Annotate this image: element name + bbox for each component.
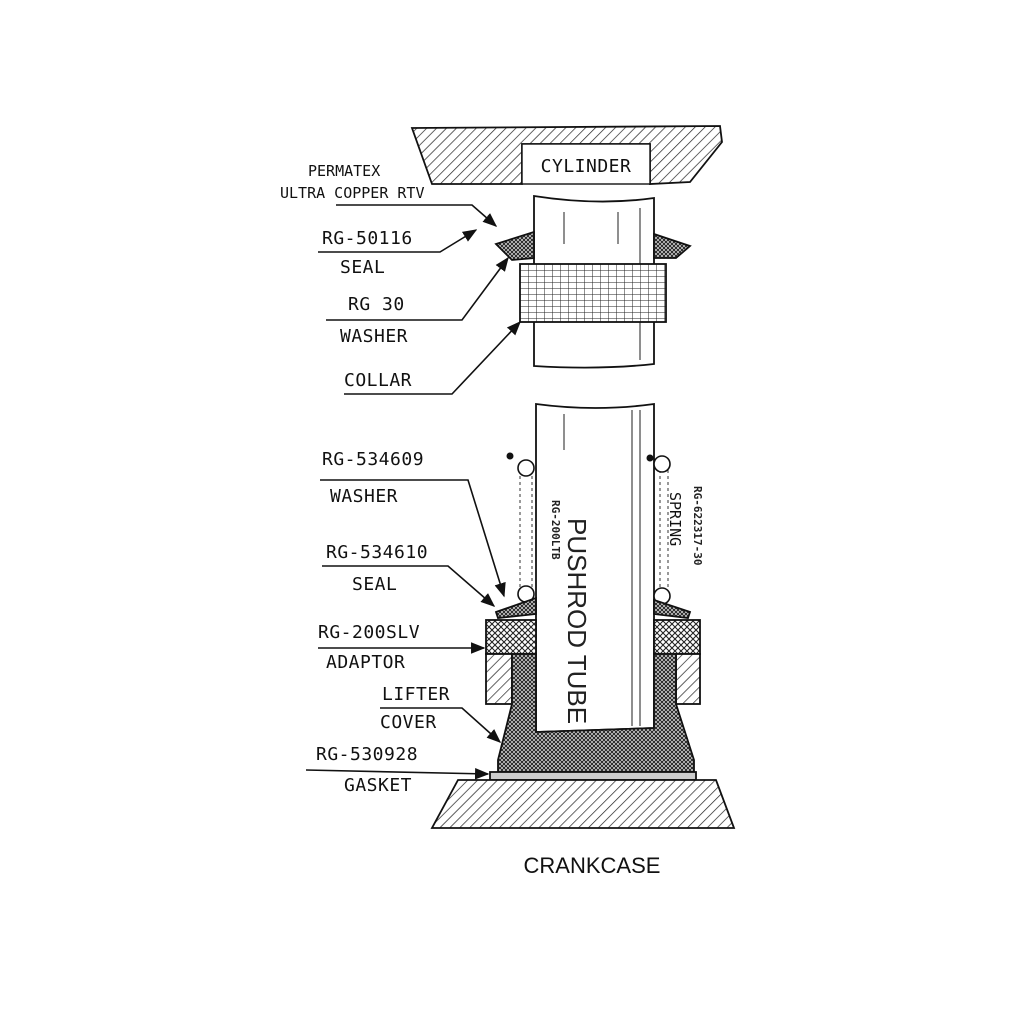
lower-tube: RG-200LTB PUSHROD TUBE (535, 402, 655, 733)
lifter-cover-label-2: COVER (380, 712, 437, 733)
gasket (489, 771, 697, 781)
top-seal-right (653, 232, 692, 259)
crankcase (430, 779, 736, 829)
spring-part-number: RG-622317-30 (691, 486, 704, 565)
adaptor-part-number: RG-200SLV (318, 622, 420, 643)
gasket-label: GASKET (344, 775, 412, 796)
collar-label: COLLAR (344, 370, 412, 391)
adaptor-label: ADAPTOR (326, 652, 405, 673)
permatex-label-2: ULTRA COPPER RTV (280, 184, 425, 202)
tube-part-number: RG-200LTB (549, 500, 562, 560)
callouts: PERMATEX ULTRA COPPER RTV RG-50116 SEAL … (280, 162, 521, 796)
bottom-washer (494, 596, 537, 619)
top-washer-label: WASHER (340, 326, 408, 347)
bottom-washer-label: WASHER (330, 486, 398, 507)
top-washer-part-number: RG 30 (348, 294, 405, 315)
bottom-washer-right (653, 598, 692, 619)
tube-label: PUSHROD TUBE (562, 518, 592, 724)
gasket-part-number: RG-530928 (316, 744, 418, 765)
bottom-seal-label: SEAL (352, 574, 397, 595)
collar (519, 263, 667, 323)
top-seal-label: SEAL (340, 257, 385, 278)
lifter-cover-label: LIFTER (382, 684, 450, 705)
lifter-cover (497, 653, 695, 773)
cylinder: CYLINDER (410, 125, 723, 185)
crankcase-label: CRANKCASE (524, 853, 661, 878)
permatex-label: PERMATEX (308, 162, 380, 180)
top-seal (494, 230, 535, 261)
spring-label: SPRING (666, 492, 684, 546)
top-seal-part-number: RG-50116 (322, 228, 413, 249)
cylinder-label: CYLINDER (541, 156, 632, 177)
bottom-seal-part-number: RG-534610 (326, 542, 428, 563)
bottom-washer-part-number: RG-534609 (322, 449, 424, 470)
